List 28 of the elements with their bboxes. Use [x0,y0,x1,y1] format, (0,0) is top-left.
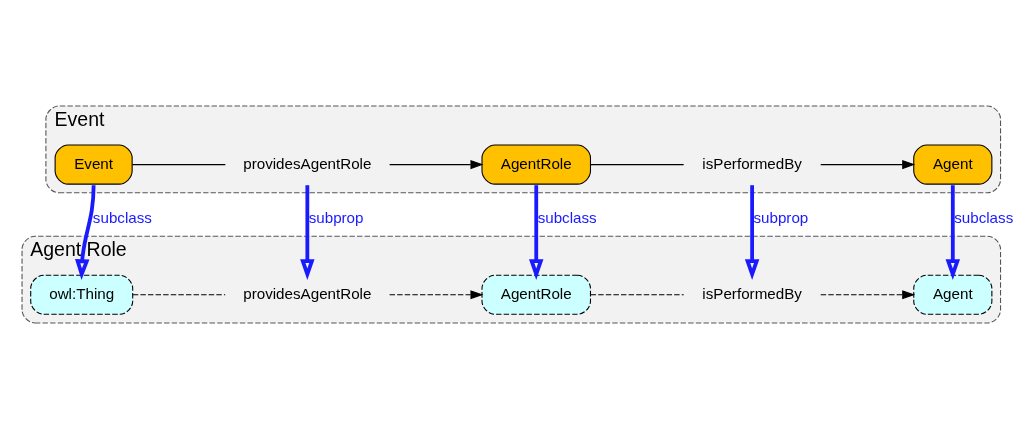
arrow [744,185,760,280]
arrow [300,185,315,280]
node-text: providesAgentRole [243,154,372,172]
arrow [389,160,484,170]
arrow [820,290,916,300]
arrow [389,290,484,300]
connector [132,294,226,296]
node-box: owl:Thing [30,274,134,315]
node-box: Event [54,144,133,185]
node-box: Agent [913,274,993,315]
connector [590,294,685,296]
edge-label: subprop [308,209,364,227]
node-text: isPerformedBy [702,284,802,302]
node-box: AgentRole [481,144,591,185]
node-box: Agent [913,144,993,185]
node-box: AgentRole [481,274,591,315]
edge-label: subprop [753,209,809,227]
connector [131,164,226,166]
edge-label: subclass [92,209,152,227]
arrow [945,185,961,280]
connector [590,164,685,166]
arrow [529,185,544,280]
node-text: providesAgentRole [243,284,372,302]
arrow [75,185,96,280]
edge-label: subclass [537,209,597,227]
arrow [820,160,916,170]
node-text: isPerformedBy [702,154,802,172]
edge-label: subclass [954,209,1014,227]
